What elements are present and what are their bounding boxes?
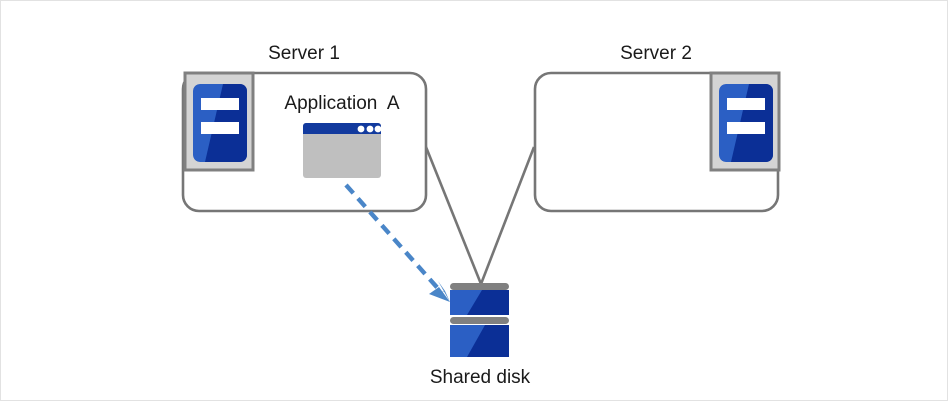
application-label: Application A — [284, 93, 400, 114]
application-to-disk-arrow — [344, 183, 450, 302]
shared-disk-icon — [450, 283, 509, 357]
server1-label: Server 1 — [268, 43, 340, 64]
connector-lines — [424, 146, 536, 285]
server2-label: Server 2 — [620, 43, 692, 64]
shared-disk-label: Shared disk — [429, 367, 531, 388]
application-window-icon — [303, 123, 382, 178]
server1-icon — [183, 71, 255, 172]
server2-icon — [709, 71, 781, 172]
